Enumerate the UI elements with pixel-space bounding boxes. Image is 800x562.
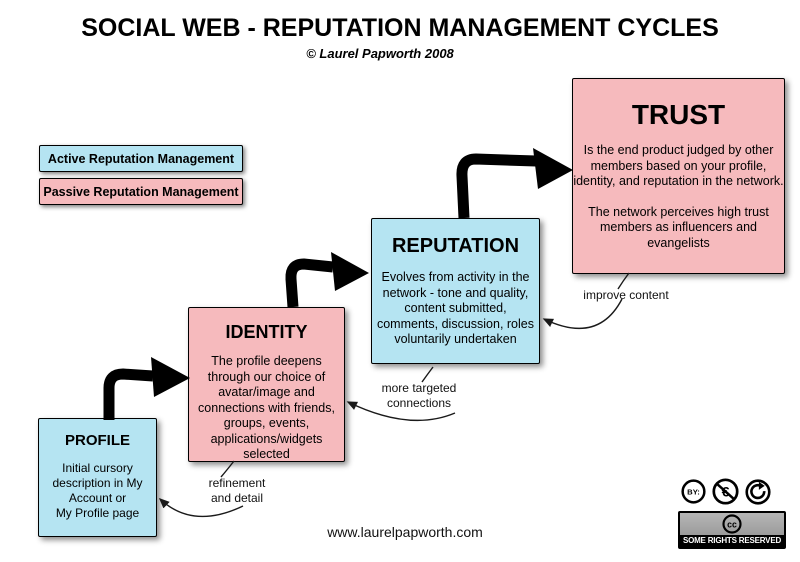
arrow-profile-to-identity (103, 368, 154, 420)
annotation-more-targeted-connections: more targeted connections (381, 381, 457, 410)
connector-trust-to-improve-label (617, 272, 630, 290)
annotation-refinement-and-detail: refinement and detail (208, 476, 266, 505)
legend-active-label: Active Reputation Management (47, 151, 235, 166)
feedback-arrow-improve-to-reputation (542, 298, 623, 330)
box-reputation: REPUTATION Evolves from activity in the … (371, 218, 540, 364)
box-trust-body-1: Is the end product judged by other membe… (573, 143, 784, 188)
cc-sharealike-icon (745, 478, 771, 505)
cc-slash (716, 483, 735, 500)
box-profile-body: Initial cursory description in My Accoun… (52, 461, 143, 520)
website-url: www.laurelpapworth.com (327, 524, 483, 540)
cc-by-text: BY: (687, 488, 700, 497)
connector-identity-to-refinement-label (220, 460, 235, 478)
legend-active-reputation: Active Reputation Management (39, 145, 243, 172)
arrowhead-profile-to-identity (151, 357, 190, 397)
box-identity: IDENTITY The profile deepens through our… (188, 307, 345, 462)
box-trust-body-2: The network perceives high trust members… (588, 204, 769, 250)
legend-passive-label: Passive Reputation Management (43, 184, 239, 199)
cc-attribution-icon: BY: (681, 479, 706, 504)
box-profile-title: PROFILE (64, 432, 130, 449)
cc-license-icons: BY: € (681, 478, 771, 505)
box-trust-title: TRUST (631, 99, 726, 130)
annotation-improve-content: improve content (583, 288, 669, 302)
cc-logo-text: cc (727, 519, 737, 529)
cc-some-rights-reserved-badge: cc SOME RIGHTS RESERVED (678, 511, 786, 549)
box-identity-title: IDENTITY (225, 322, 308, 342)
arrow-reputation-to-trust (456, 153, 537, 219)
cc-noncommercial-icon: € (712, 478, 739, 505)
box-reputation-title: REPUTATION (391, 235, 520, 257)
legend-passive-reputation: Passive Reputation Management (39, 178, 243, 205)
page-title: SOCIAL WEB - REPUTATION MANAGEMENT CYCLE… (81, 14, 719, 42)
cc-rights-strip: SOME RIGHTS RESERVED (680, 535, 784, 547)
box-reputation-body: Evolves from activity in the network - t… (376, 270, 534, 346)
box-profile: PROFILE Initial cursory description in M… (38, 418, 157, 537)
copyright-subtitle: © Laurel Papworth 2008 (306, 46, 454, 61)
cc-logo-icon: cc (722, 514, 742, 534)
arrowhead-reputation-to-trust (533, 148, 573, 189)
arrowhead-identity-to-reputation (331, 252, 369, 291)
box-trust: TRUST Is the end product judged by other… (572, 78, 785, 274)
box-identity-body: The profile deepens through our choice o… (198, 354, 335, 461)
arrow-identity-to-reputation (285, 258, 334, 308)
connector-reputation-to-targeted-label (421, 366, 434, 383)
cc-sharealike-arrowhead (758, 481, 765, 490)
